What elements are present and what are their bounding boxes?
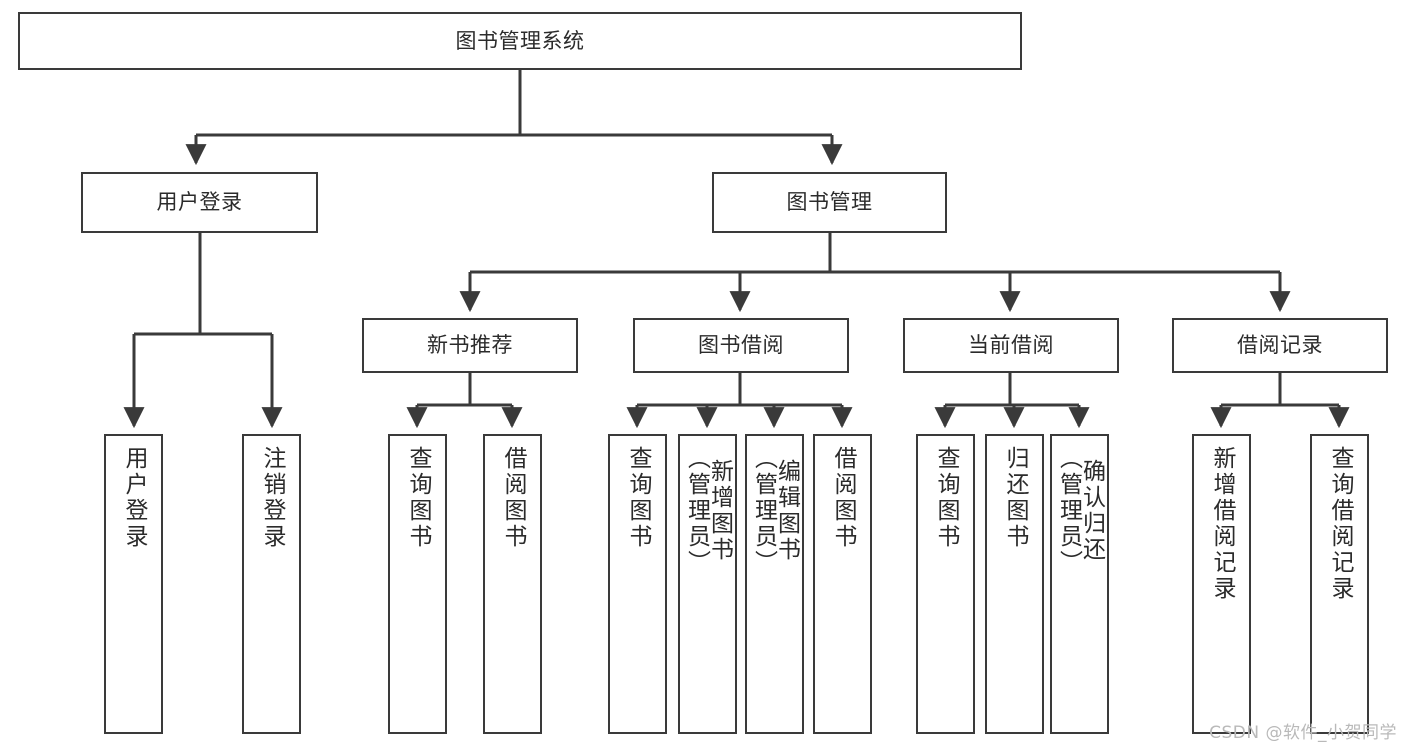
node-leaf-user-logout[interactable]: 注销登录 [242, 434, 301, 734]
node-leaf-confirm-return[interactable]: 确认归还 （管理员） [1050, 434, 1109, 734]
node-leaf-confirm-return-label: 确认归还 （管理员） [1055, 446, 1105, 576]
node-leaf-query-record-label: 查询借阅记录 [1327, 446, 1353, 602]
node-leaf-borrow-book-1-label: 借阅图书 [500, 446, 526, 550]
node-leaf-query-book-1[interactable]: 查询图书 [388, 434, 447, 734]
node-new-book-rec-label: 新书推荐 [427, 333, 513, 358]
node-current-borrow[interactable]: 当前借阅 [903, 318, 1119, 373]
node-leaf-query-record[interactable]: 查询借阅记录 [1310, 434, 1369, 734]
node-leaf-user-login[interactable]: 用户登录 [104, 434, 163, 734]
node-root[interactable]: 图书管理系统 [18, 12, 1022, 70]
node-leaf-user-login-label: 用户登录 [121, 446, 147, 550]
node-leaf-query-book-2-label: 查询图书 [625, 446, 651, 550]
node-leaf-borrow-book-1[interactable]: 借阅图书 [483, 434, 542, 734]
node-leaf-query-book-3[interactable]: 查询图书 [916, 434, 975, 734]
node-leaf-borrow-book-2-label: 借阅图书 [830, 446, 856, 550]
node-borrow-record[interactable]: 借阅记录 [1172, 318, 1388, 373]
watermark-text: CSDN @软件_小贺同学 [1209, 723, 1397, 743]
node-leaf-user-logout-label: 注销登录 [259, 446, 285, 550]
node-leaf-add-record[interactable]: 新增借阅记录 [1192, 434, 1251, 734]
node-leaf-add-book[interactable]: 新增图书 （管理员） [678, 434, 737, 734]
node-leaf-borrow-book-2[interactable]: 借阅图书 [813, 434, 872, 734]
node-user-login-label: 用户登录 [156, 190, 243, 215]
node-new-book-rec[interactable]: 新书推荐 [362, 318, 578, 373]
node-leaf-edit-book-label: 编辑图书 （管理员） [750, 446, 800, 576]
node-leaf-query-book-3-label: 查询图书 [933, 446, 959, 550]
node-leaf-query-book-2[interactable]: 查询图书 [608, 434, 667, 734]
node-leaf-return-book[interactable]: 归还图书 [985, 434, 1044, 734]
node-book-borrow[interactable]: 图书借阅 [633, 318, 849, 373]
node-leaf-add-book-label: 新增图书 （管理员） [683, 446, 733, 576]
node-root-label: 图书管理系统 [455, 28, 585, 53]
node-leaf-query-book-1-label: 查询图书 [405, 446, 431, 550]
node-leaf-return-book-label: 归还图书 [1002, 446, 1028, 550]
node-leaf-add-record-label: 新增借阅记录 [1209, 446, 1235, 602]
node-book-manage-label: 图书管理 [786, 190, 873, 215]
node-book-borrow-label: 图书借阅 [698, 333, 784, 358]
node-borrow-record-label: 借阅记录 [1237, 333, 1323, 358]
node-leaf-edit-book[interactable]: 编辑图书 （管理员） [745, 434, 804, 734]
node-user-login[interactable]: 用户登录 [81, 172, 318, 233]
node-current-borrow-label: 当前借阅 [968, 333, 1054, 358]
node-book-manage[interactable]: 图书管理 [712, 172, 947, 233]
